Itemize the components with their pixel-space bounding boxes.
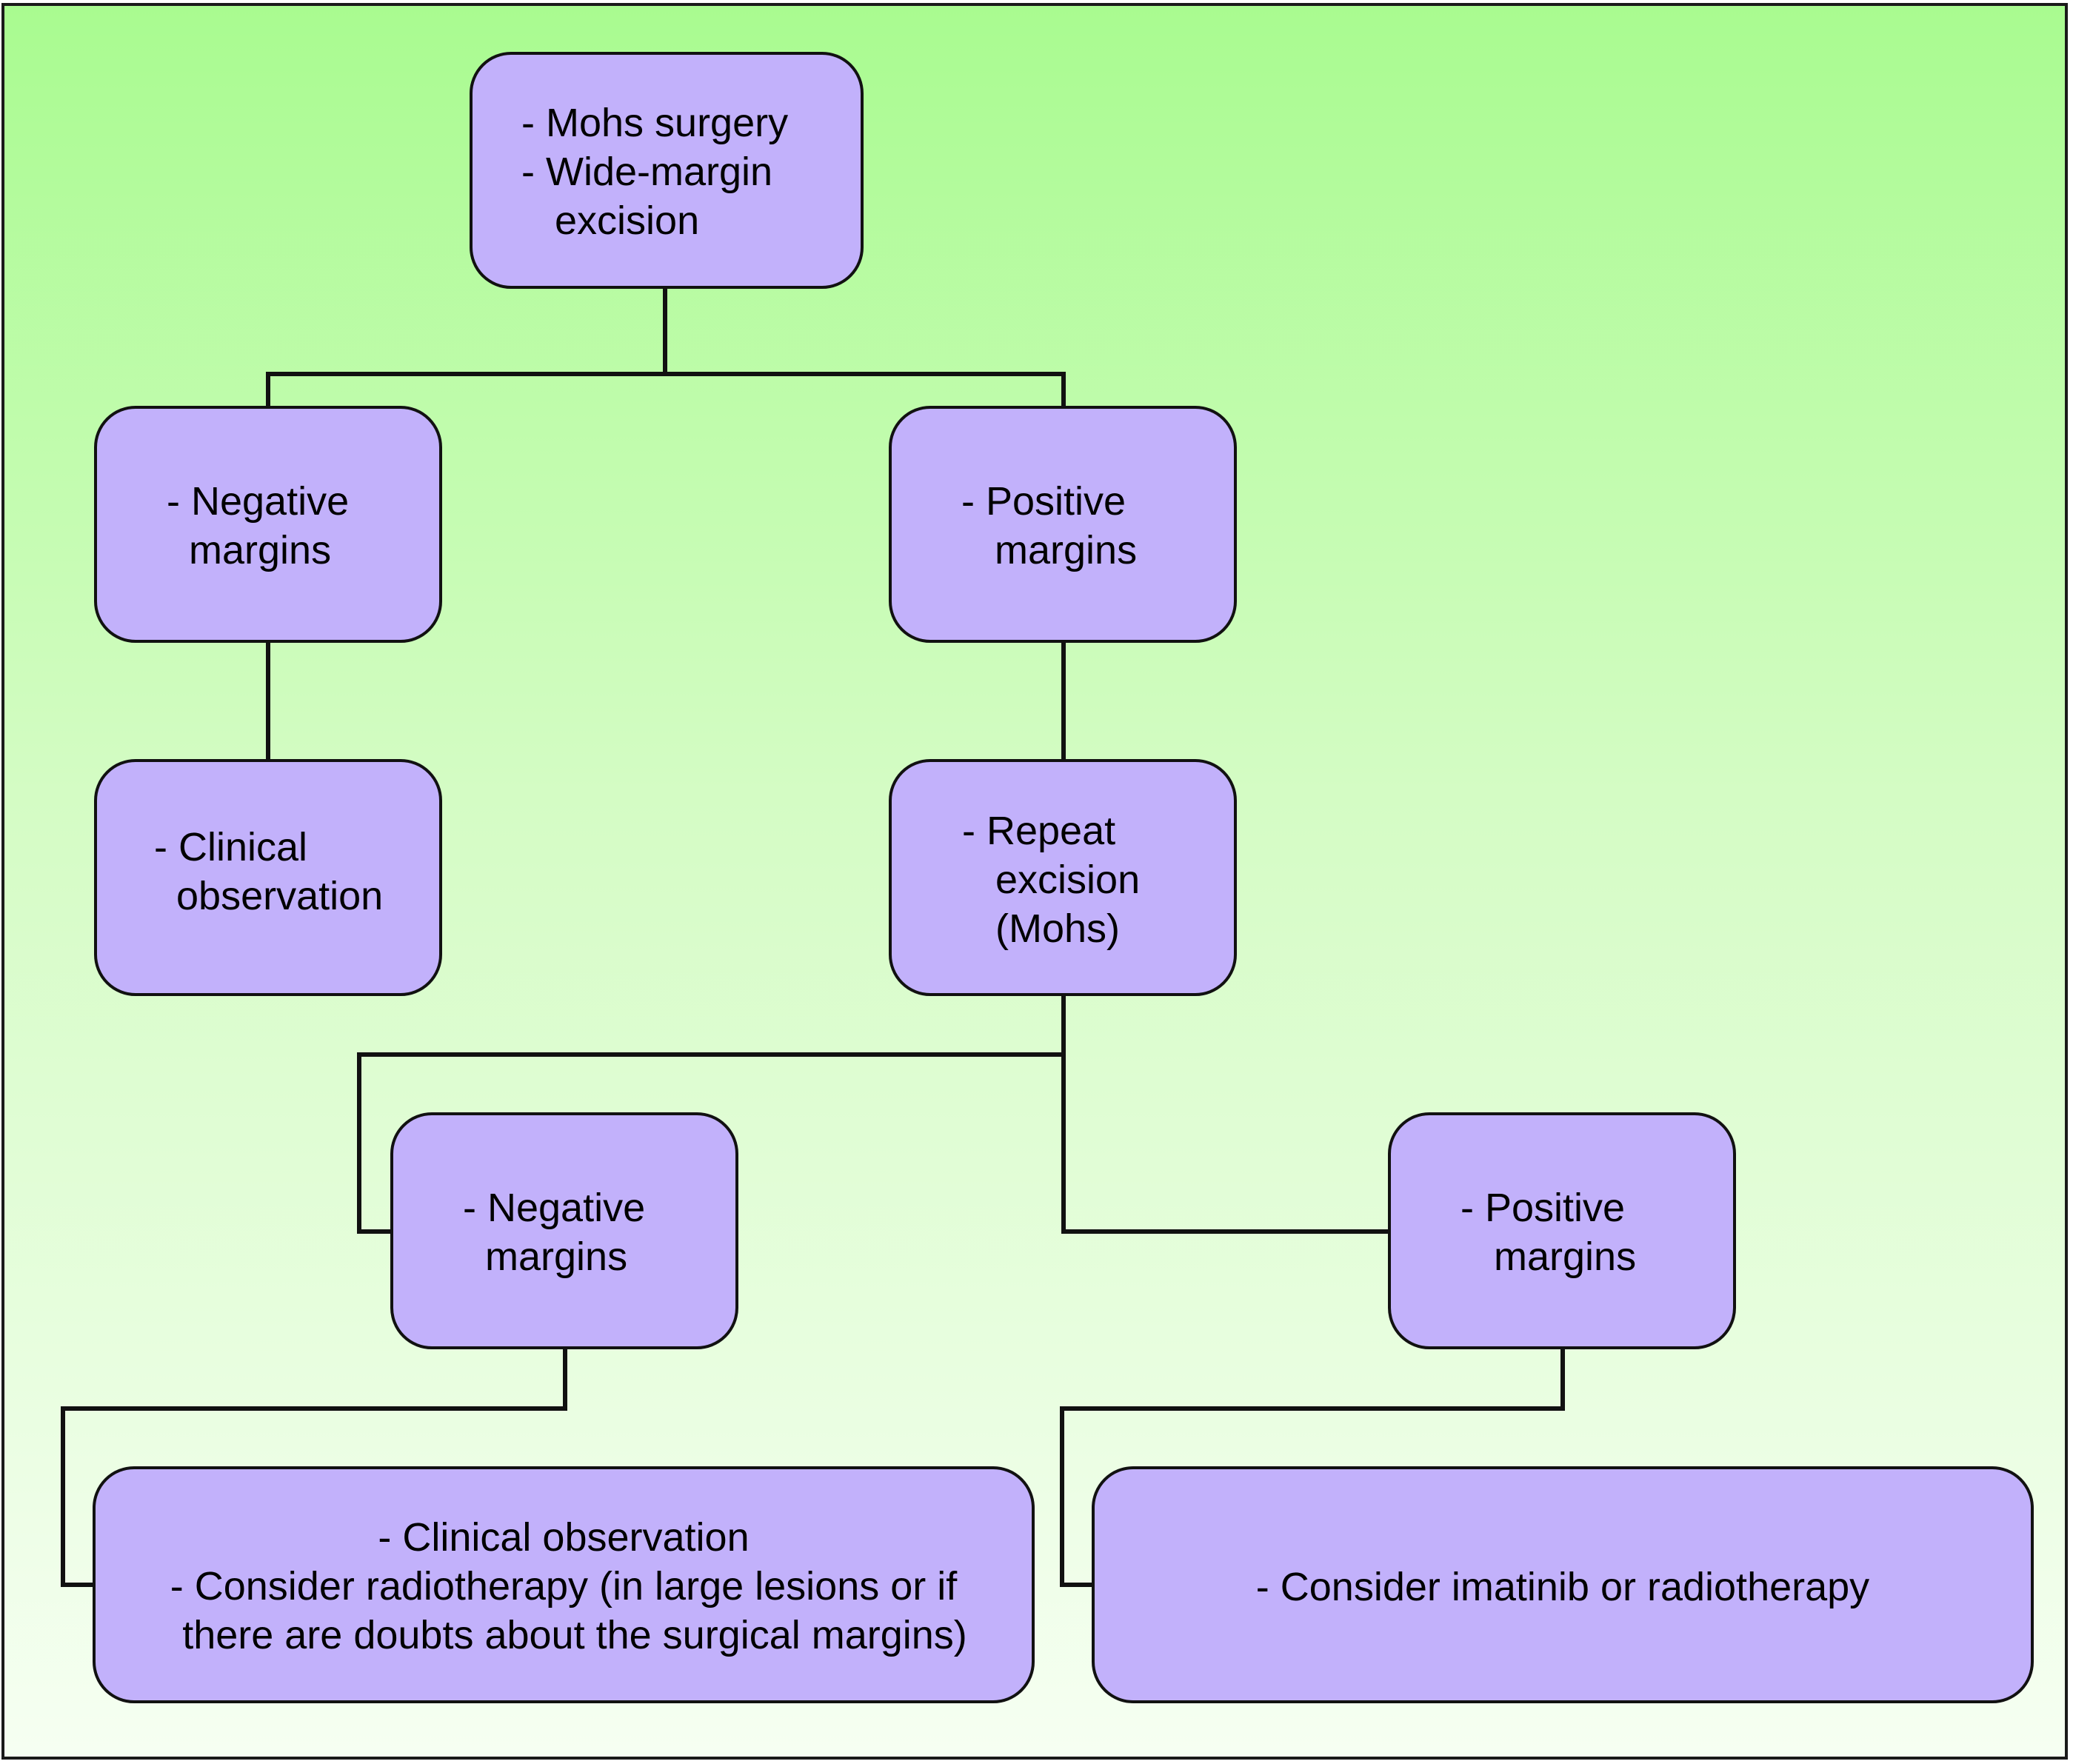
node-observation-radiotherapy: - Clinical observation - Consider radiot… — [93, 1466, 1035, 1703]
node-repeat-excision: - Repeat excision (Mohs) — [889, 759, 1237, 996]
node-text: - Negative margins — [463, 1186, 646, 1279]
node-text: - Positive margins — [1461, 1186, 1637, 1279]
node-positive-margins-1: - Positive margins — [889, 406, 1237, 643]
node-text: - Clinical observation - Consider radiot… — [170, 1515, 967, 1657]
node-negative-margins-2: - Negative margins — [390, 1112, 738, 1349]
connector-repeat-to-outcomes — [357, 993, 1392, 1234]
node-text: - Mohs surgery - Wide-margin excision — [521, 101, 789, 243]
connector-negative2-to-observation-radiotherapy — [61, 1346, 567, 1587]
node-text: - Clinical observation — [154, 825, 384, 918]
node-clinical-observation-1: - Clinical observation — [94, 759, 442, 996]
node-mohs-surgery: - Mohs surgery - Wide-margin excision — [470, 52, 864, 289]
node-negative-margins-1: - Negative margins — [94, 406, 442, 643]
node-text: - Consider imatinib or radiotherapy — [1255, 1565, 1870, 1609]
node-text: - Repeat excision (Mohs) — [962, 809, 1141, 951]
connector-positive2-to-imatinib — [1060, 1346, 1565, 1587]
node-positive-margins-2: - Positive margins — [1388, 1112, 1736, 1349]
node-imatinib-radiotherapy: - Consider imatinib or radiotherapy — [1092, 1466, 2034, 1703]
node-text: - Negative margins — [167, 479, 350, 572]
connector-root-to-level1 — [266, 285, 1066, 410]
node-text: - Positive margins — [961, 479, 1138, 572]
